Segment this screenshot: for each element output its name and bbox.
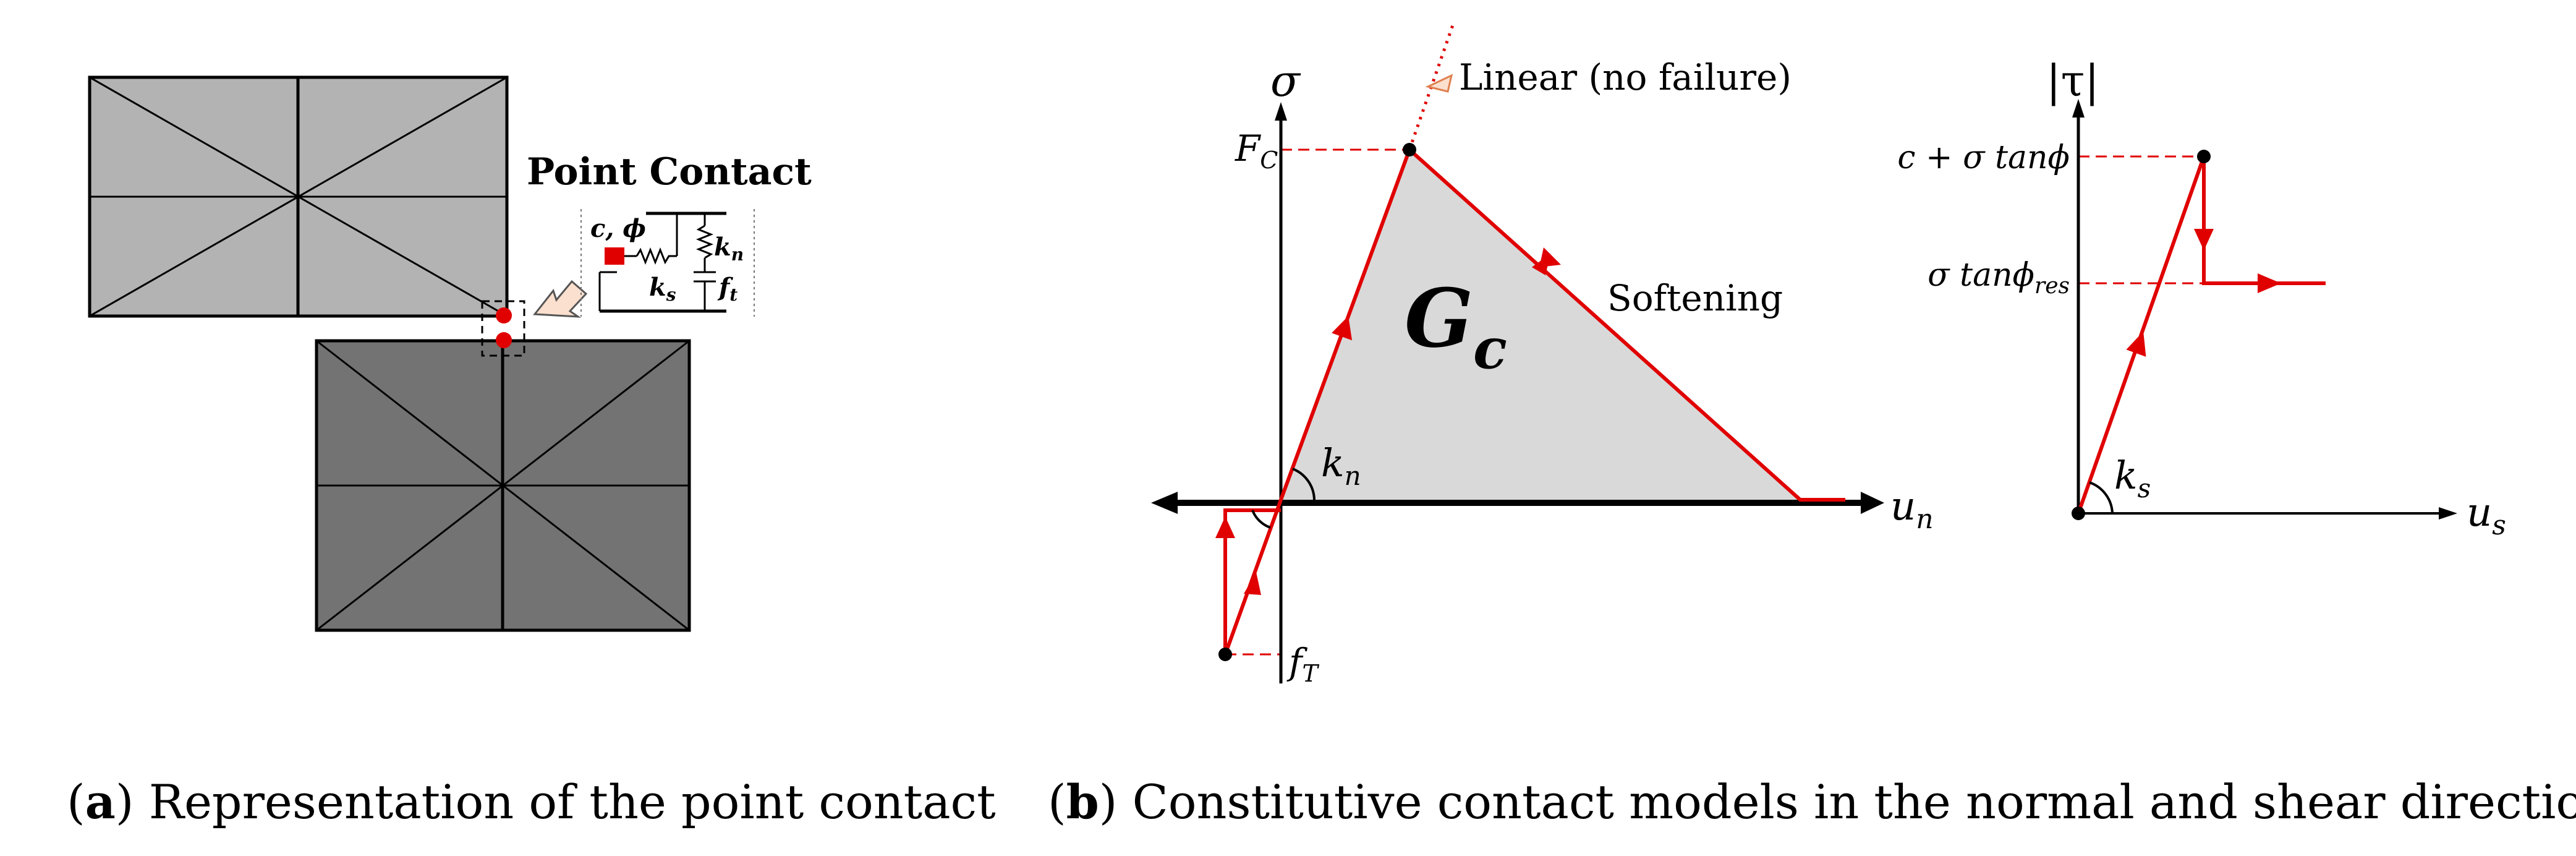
peak-point	[1403, 143, 1416, 156]
zoom-arrow-icon	[533, 280, 588, 318]
ft-tension-label: fT	[1286, 641, 1319, 687]
ks-label: ks	[649, 273, 676, 305]
linear-extension-line	[1408, 21, 1456, 150]
tau-axis-label: |τ|	[2046, 56, 2099, 106]
shear-spring-icon	[635, 247, 677, 265]
ft-label: ft	[717, 273, 738, 305]
panel-a: Point Contact c, ϕ kn ks ft	[88, 75, 812, 632]
shear-residual-label: σ tanϕres	[1928, 257, 2070, 299]
shear-model-graph: |τ| us c + σ tanϕ σ tanϕres ks	[1897, 56, 2506, 541]
un-axis-label: un	[1890, 484, 1934, 535]
fracture-energy-area	[1281, 150, 1800, 500]
caption-b: (b) Constitutive contact models in the n…	[1048, 774, 2576, 829]
upper-block	[88, 75, 509, 318]
lower-block	[315, 339, 691, 632]
contact-point-lower	[496, 332, 512, 348]
kn-label: kn	[714, 233, 744, 265]
gc-label: Gc	[1405, 271, 1507, 382]
kn-stiffness-label: kn	[1321, 440, 1361, 491]
c-phi-label: c, ϕ	[590, 214, 646, 243]
caption-a: (a) Representation of the point contact	[67, 774, 996, 829]
shear-peak-point	[2197, 150, 2211, 163]
linear-arrow-icon	[1425, 74, 1453, 93]
fc-label: FC	[1235, 127, 1278, 174]
ks-stiffness-label: ks	[2114, 453, 2151, 503]
softening-label: Softening	[1607, 277, 1783, 319]
shear-peak-label: c + σ tanϕ	[1897, 139, 2070, 176]
tension-curve	[1223, 499, 1283, 656]
sigma-axis-label: σ	[1270, 56, 1301, 106]
contact-highlight-box	[481, 300, 525, 357]
shear-origin-point	[2072, 507, 2085, 520]
normal-model-graph: σ un FC fT kn Linear (no failure) Soften…	[1151, 21, 1934, 687]
tension-point	[1218, 648, 1232, 661]
slider-block	[605, 247, 624, 265]
point-contact-title: Point Contact	[527, 150, 812, 194]
contact-model-inset	[580, 209, 755, 317]
us-axis-label: us	[2467, 490, 2506, 541]
contact-point-upper	[496, 307, 512, 323]
normal-spring-icon	[695, 225, 714, 259]
linear-label: Linear (no failure)	[1459, 56, 1792, 98]
